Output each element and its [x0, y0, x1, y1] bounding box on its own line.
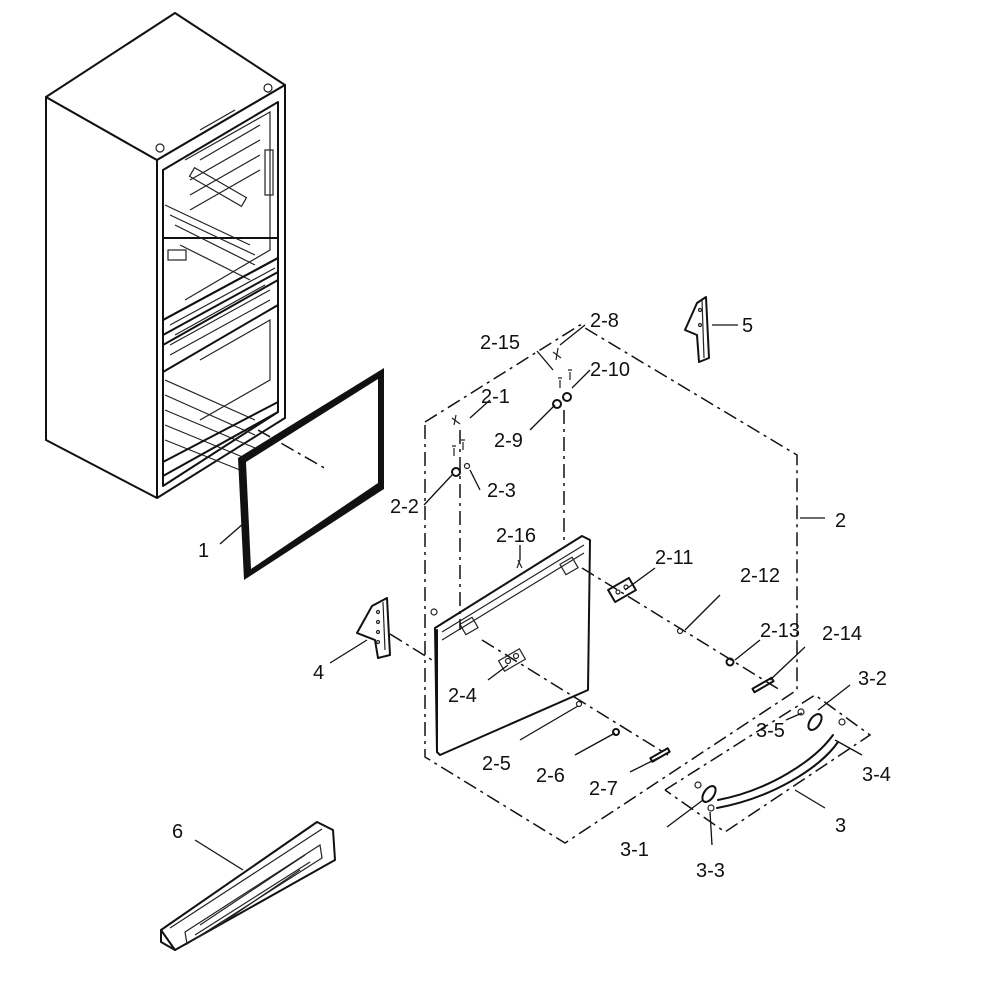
- callout-3-3: 3-3: [696, 860, 725, 882]
- callout-2-12: 2-12: [740, 565, 780, 587]
- door-handle: [694, 708, 846, 812]
- callout-2-3: 2-3: [487, 480, 516, 502]
- freezer-door-panel: [434, 535, 591, 756]
- assembly-outline-2: [389, 324, 798, 844]
- callout-2-7: 2-7: [589, 778, 618, 800]
- assembly-outline-3: [664, 694, 872, 833]
- callout-2-16: 2-16: [496, 525, 536, 547]
- callout-2-5: 2-5: [482, 753, 511, 775]
- callout-2-1: 2-1: [481, 386, 510, 408]
- leader-lines: [194, 324, 863, 871]
- door-bracket-right: [684, 296, 710, 363]
- door-gasket: [238, 368, 384, 580]
- callout-2-8: 2-8: [590, 310, 619, 332]
- callout-2-13: 2-13: [760, 620, 800, 642]
- callout-2-2: 2-2: [390, 496, 419, 518]
- callout-5: 5: [742, 315, 753, 337]
- callout-1: 1: [198, 540, 209, 562]
- callout-3-4: 3-4: [862, 764, 891, 786]
- callout-2-11: 2-11: [655, 547, 694, 569]
- callout-2-9: 2-9: [494, 430, 523, 452]
- callout-3-1: 3-1: [620, 839, 649, 861]
- callout-2: 2: [835, 510, 846, 532]
- callout-2-15: 2-15: [480, 332, 520, 354]
- callout-labels: 1 2 2-1 2-2 2-3 2-4 2-5 2-6 2-7 2-8 2-9 …: [172, 310, 891, 882]
- callout-2-4: 2-4: [448, 685, 477, 707]
- refrigerator-cabinet: [45, 12, 286, 499]
- callout-4: 4: [313, 662, 324, 684]
- callout-6: 6: [172, 821, 183, 843]
- callout-3-5: 3-5: [756, 720, 785, 742]
- freezer-bin: [160, 821, 336, 951]
- door-bracket-left: [356, 597, 391, 659]
- callout-3: 3: [835, 815, 846, 837]
- callout-3-2: 3-2: [858, 668, 887, 690]
- hardware-screws: [430, 347, 775, 763]
- callout-2-14: 2-14: [822, 623, 862, 645]
- callout-2-10: 2-10: [590, 359, 630, 381]
- callout-2-6: 2-6: [536, 765, 565, 787]
